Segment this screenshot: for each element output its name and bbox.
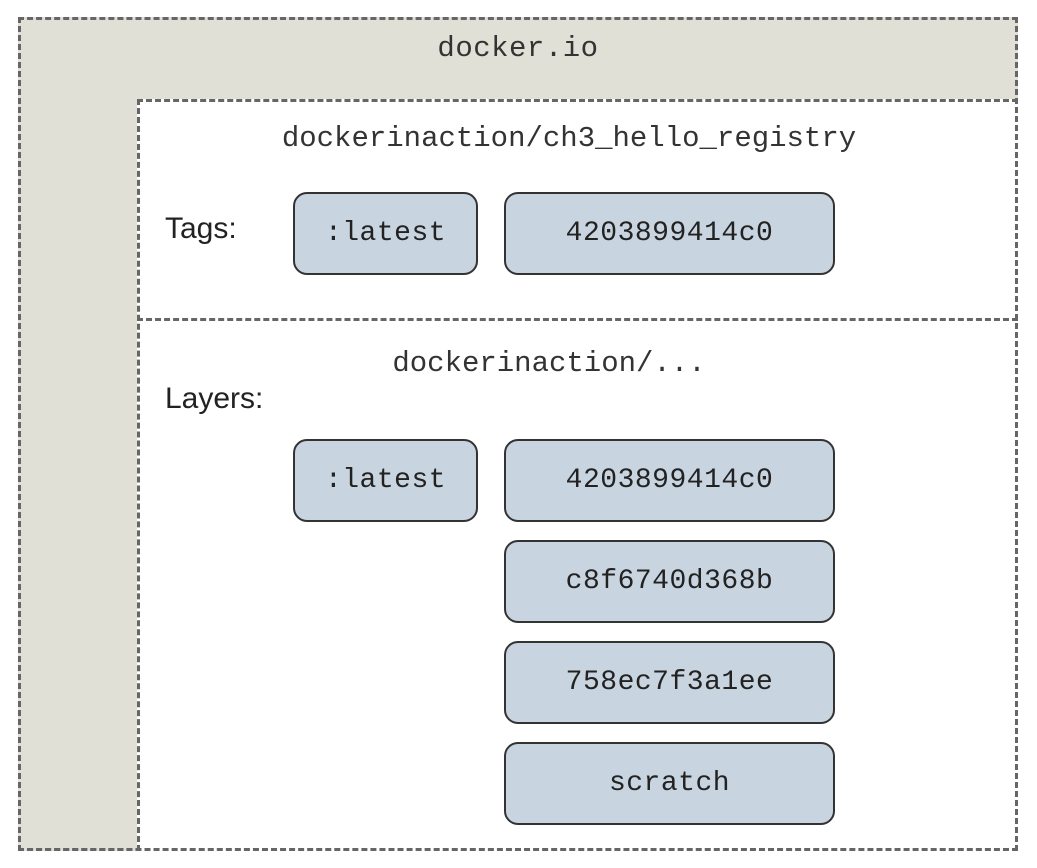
- registry-title: docker.io: [437, 32, 599, 65]
- repository-title: dockerinaction/ch3_hello_registry: [281, 122, 857, 155]
- layers-tag-node-latest: :latest: [293, 439, 478, 522]
- layers-label: Layers:: [165, 382, 264, 415]
- section-divider: [137, 318, 1018, 321]
- tag-node-latest: :latest: [293, 192, 478, 275]
- layers-repository-title: dockerinaction/...: [392, 347, 706, 380]
- layer-node: 758ec7f3a1ee: [504, 641, 835, 724]
- tag-image-id-node: 4203899414c0: [504, 192, 835, 275]
- layer-node: c8f6740d368b: [504, 540, 835, 623]
- layer-node-scratch: scratch: [504, 742, 835, 825]
- tags-label: Tags:: [165, 212, 237, 245]
- frame-bottom-edge: [18, 848, 1018, 851]
- frame-right-edge: [1015, 17, 1018, 851]
- layer-node: 4203899414c0: [504, 439, 835, 522]
